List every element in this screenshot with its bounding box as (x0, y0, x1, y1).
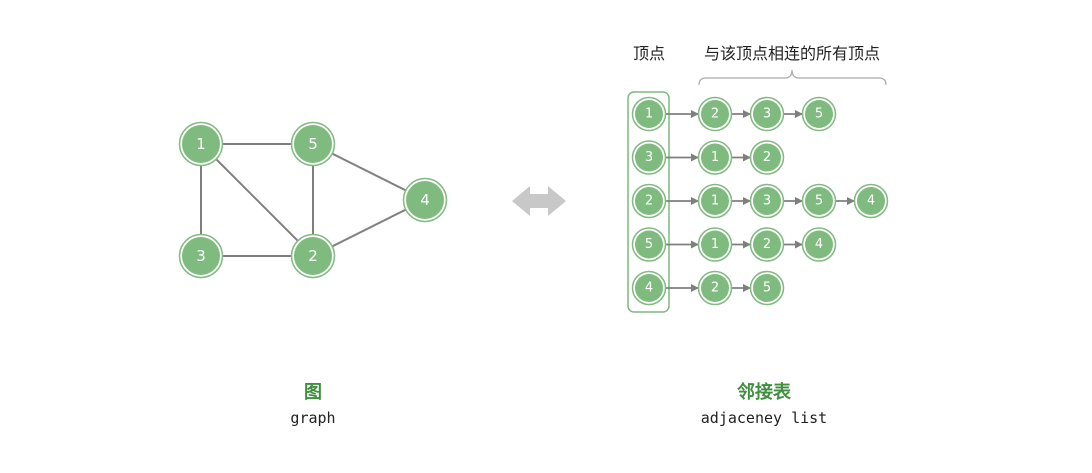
neighbor-node-2-label: 2 (763, 150, 771, 165)
adjacency-row-5: 5 1 2 4 (631, 227, 837, 262)
adjacency-rows: 1 2 3 5 3 1 2 2 1 3 5 4 5 1 2 4 4 2 5 (631, 96, 889, 306)
neighbor-node-1-label: 1 (711, 194, 719, 209)
neighbor-node-5-label: 5 (763, 281, 771, 296)
neighbor-node-2: 2 (697, 270, 733, 306)
graph-nodes: 1 5 4 3 2 (178, 121, 448, 279)
neighbor-node-1: 1 (697, 183, 733, 219)
graph: 1 5 4 3 2 (178, 121, 448, 279)
neighbor-node-1-label: 1 (711, 237, 719, 252)
vertex-column-header: 顶点 (633, 44, 665, 63)
neighbor-node-4: 4 (853, 183, 889, 219)
neighbor-node-2-label: 2 (711, 281, 719, 296)
vertex-node-5: 5 (631, 227, 667, 262)
vertex-node-5-label: 5 (645, 237, 653, 252)
neighbor-node-2: 2 (697, 96, 733, 132)
neighbor-node-2: 2 (749, 140, 785, 175)
graph-edge-1-2 (200, 143, 314, 257)
adjacency-row-2: 2 1 3 5 4 (631, 183, 889, 219)
vertex-node-1-label: 1 (645, 107, 653, 122)
neighbor-node-3: 3 (749, 183, 785, 219)
graph-node-1-label: 1 (196, 135, 206, 153)
neighbor-node-1: 1 (697, 227, 733, 262)
neighbor-node-4-label: 4 (867, 194, 875, 209)
neighbor-node-3-label: 3 (763, 107, 771, 122)
graph-caption-cn: 图 (304, 382, 322, 403)
graph-node-3-label: 3 (196, 247, 206, 265)
graph-node-2-label: 2 (308, 247, 318, 265)
neighbor-node-5: 5 (801, 96, 837, 132)
graph-node-5: 5 (290, 121, 336, 167)
graph-node-4-label: 4 (420, 191, 430, 209)
neighbor-node-4: 4 (801, 227, 837, 262)
graph-node-2: 2 (290, 233, 336, 279)
adjacency-row-4: 4 2 5 (631, 270, 785, 306)
adjacency-list-caption-en: adjaceney list (701, 409, 827, 427)
neighbor-node-3-label: 3 (763, 194, 771, 209)
neighbor-node-2-label: 2 (711, 107, 719, 122)
graph-node-4: 4 (402, 177, 448, 223)
vertex-node-4: 4 (631, 270, 667, 306)
neighbors-column-header: 与该顶点相连的所有顶点 (704, 44, 880, 63)
vertex-node-2: 2 (631, 183, 667, 219)
neighbor-node-3: 3 (749, 96, 785, 132)
vertex-node-1: 1 (631, 96, 667, 132)
neighbor-node-5-label: 5 (815, 107, 823, 122)
adjacency-row-1: 1 2 3 5 (631, 96, 837, 132)
graph-node-3: 3 (178, 233, 224, 279)
neighbor-node-5: 5 (801, 183, 837, 219)
bidirectional-arrow-icon (512, 186, 566, 216)
neighbor-node-5: 5 (749, 270, 785, 306)
neighbor-node-1: 1 (697, 140, 733, 175)
adjacency-list: 顶点 与该顶点相连的所有顶点 1 2 3 5 3 1 2 2 1 3 5 4 5 1 2 4 4 2 5 (627, 44, 889, 313)
vertex-node-2-label: 2 (645, 194, 653, 209)
graph-node-1: 1 (178, 121, 224, 167)
vertex-node-3: 3 (631, 140, 667, 175)
vertex-node-4-label: 4 (645, 281, 653, 296)
adjacency-row-3: 3 1 2 (631, 140, 785, 175)
graph-node-5-label: 5 (308, 135, 318, 153)
neighbors-brace (698, 69, 887, 86)
graph-caption-en: graph (290, 409, 335, 427)
adjacency-list-caption-cn: 邻接表 (737, 381, 792, 403)
neighbor-node-1-label: 1 (711, 150, 719, 165)
neighbor-node-4-label: 4 (815, 237, 823, 252)
neighbor-node-2-label: 2 (763, 237, 771, 252)
vertex-column-frame (627, 91, 670, 313)
vertex-node-3-label: 3 (645, 150, 653, 165)
neighbor-node-5-label: 5 (815, 194, 823, 209)
neighbor-node-2: 2 (749, 227, 785, 262)
